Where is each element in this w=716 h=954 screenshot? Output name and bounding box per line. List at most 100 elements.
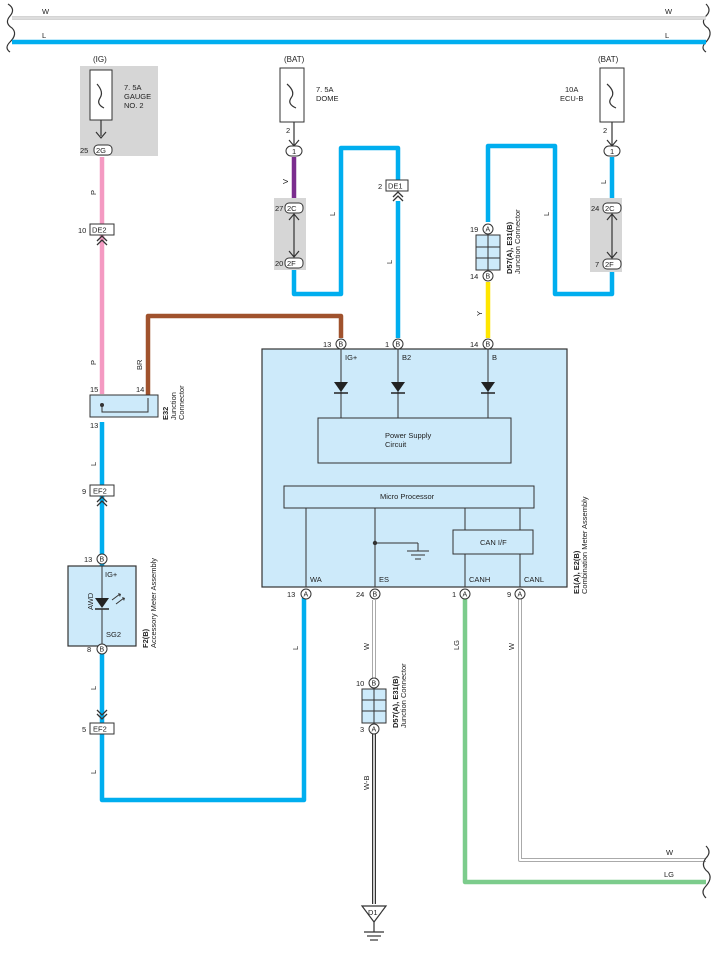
fuse-dome-rating: 7. 5A — [316, 85, 334, 94]
jcl-pin-top: 10 — [356, 679, 364, 688]
micro-processor-block — [283, 485, 535, 509]
ef2-top-conn: EF2 — [93, 487, 107, 496]
acc-pin-bot: 8 — [87, 645, 91, 654]
e32-name-2: Connector — [177, 385, 186, 420]
meter-top-pin-2-num: 1 — [385, 340, 389, 349]
fuse-ecub-conn-top: 1 — [610, 147, 614, 156]
fuse-ig-conn: 2G — [96, 146, 106, 155]
connector-de2: 10 DE2 — [78, 223, 115, 246]
acc-name: Accessory Meter Assembly — [149, 558, 158, 648]
meter-top-pin-1-name: IG+ — [345, 353, 358, 362]
wire-label-w-es: W — [362, 642, 371, 650]
meter-bot-pin-4-name: CANL — [524, 575, 544, 584]
accessory-meter-assembly: 13 B IG+ AWD SG2 B 8 F2(B) Accessory Met… — [67, 553, 158, 655]
fuse-dome-conn-mid: 2C — [287, 204, 297, 213]
fuse-dome-pin-mid: 27 — [275, 204, 283, 213]
junction-connector-e32: 15 14 13 E32 Junction Connector — [89, 385, 186, 430]
acc-pin-top: 13 — [84, 555, 92, 564]
e32-code: E32 — [161, 407, 170, 420]
wire-label-p2: P — [89, 360, 98, 365]
ef2-bot-pin: 5 — [82, 725, 86, 734]
fuse-ecub-conn-bot: 2F — [605, 260, 614, 269]
ground-label: D1 — [368, 908, 378, 917]
fuse-ecu-b: (BAT) 10A ECU-B 2 1 24 2C 7 2F — [560, 55, 625, 272]
wire-label-l-b2: L — [385, 260, 394, 264]
fuse-dome: (BAT) 7. 5A DOME 2 1 27 2C 20 2F — [274, 55, 339, 270]
meter-bot-pin-1-name: WA — [310, 575, 322, 584]
ground-d1: D1 — [360, 905, 388, 941]
wire-label-wb: W-B — [362, 776, 371, 790]
fuse-ecub-rating: 10A — [565, 85, 578, 94]
fuse-dome-conn-top: 1 — [292, 147, 296, 156]
power-supply-label-2: Circuit — [385, 440, 407, 449]
fuse-ecub-pin-bot: 7 — [595, 260, 599, 269]
fuse-dome-pin-bot: 20 — [275, 259, 283, 268]
top-bus-w-left: W — [42, 7, 50, 16]
jcu-pin-bot: 14 — [470, 272, 478, 281]
meter-bot-pin-4-num: 9 — [507, 590, 511, 599]
jcu-letter-bot: B — [486, 274, 491, 281]
meter-bot-pin-3-name: CANH — [469, 575, 490, 584]
jcu-letter-top: A — [486, 227, 491, 234]
meter-bot-pin-2-name: ES — [379, 575, 389, 584]
acc-awd-label: AWD — [86, 592, 95, 610]
de2-conn: DE2 — [92, 226, 107, 235]
acc-sg2-label: SG2 — [106, 630, 121, 639]
meter-top-pin-3-num: 14 — [470, 340, 478, 349]
jcl-name: Junction Connector — [399, 663, 408, 728]
fuse-dome-name: DOME — [316, 94, 339, 103]
acc-ig-label: IG+ — [105, 570, 118, 579]
meter-top-pin-1-num: 13 — [323, 340, 331, 349]
jcu-name: Junction Connector — [513, 209, 522, 274]
fuse-ecub-pin-mid: 24 — [591, 204, 599, 213]
jcu-pin-top: 19 — [470, 225, 478, 234]
ef2-top-pin: 9 — [82, 487, 86, 496]
junction-connector-lower: 10 B A 3 D57(A), E31(B) Junction Connect… — [356, 663, 408, 735]
meter-top-pin-1-letter: B — [339, 342, 344, 349]
meter-top-pin-2-letter: B — [396, 342, 401, 349]
wire-label-v: V — [281, 179, 290, 184]
wire-label-lg: LG — [452, 640, 461, 650]
micro-processor-label: Micro Processor — [380, 492, 435, 501]
wire-label-y: Y — [475, 311, 484, 316]
wire-label-l-fuse-ecub: L — [599, 180, 608, 184]
fuse-gauge-no2: (IG) 7. 5A GAUGE NO. 2 25 2G — [80, 55, 158, 156]
e32-name-1: Junction — [169, 392, 178, 420]
acc-code: F2(B) — [141, 628, 150, 648]
connector-ef2-top: 9 EF2 — [82, 484, 115, 507]
wire-label-l-wa: L — [291, 646, 300, 650]
top-bus-l-right: L — [665, 31, 669, 40]
e32-pin-out: 13 — [90, 421, 98, 430]
meter-bot-pin-3-num: 1 — [452, 590, 456, 599]
diode-b — [481, 349, 495, 418]
wire-label-p1: P — [89, 190, 98, 195]
wire-label-w-canl: W — [507, 642, 516, 650]
diode-ig — [334, 349, 348, 418]
combination-meter-assembly: 13 B IG+ 1 B B2 14 B B Power Supply Ci — [261, 338, 589, 600]
top-bus-w-right: W — [665, 7, 673, 16]
wire-label-br: BR — [135, 359, 144, 370]
ef2-bot-conn: EF2 — [93, 725, 107, 734]
bottom-bus-lg: LG — [664, 870, 674, 879]
fuse-ecub-name: ECU-B — [560, 94, 583, 103]
meter-bot-pin-1-letter: A — [304, 592, 309, 599]
jcu-code: D57(A), E31(B) — [505, 221, 514, 274]
fuse-ig-name-1: GAUGE — [124, 92, 151, 101]
fuse-dome-conn-bot: 2F — [287, 259, 296, 268]
e32-pin-br: 14 — [136, 385, 144, 394]
fuse-ig-name-2: NO. 2 — [124, 101, 144, 110]
meter-bot-pin-4-letter: A — [518, 592, 523, 599]
top-bus: W W L L — [6, 3, 711, 53]
fuse-ig-pin: 25 — [80, 146, 88, 155]
fuse-dome-pin-top: 2 — [286, 126, 290, 135]
meter-top-pin-3-name: B — [492, 353, 497, 362]
de1-conn: DE1 — [388, 182, 403, 191]
power-supply-circuit-block — [317, 417, 512, 464]
wire-label-l-dome: L — [328, 212, 337, 216]
meter-bot-pin-1-num: 13 — [287, 590, 295, 599]
connector-ef2-bottom: 5 EF2 — [82, 709, 115, 735]
fuse-ecub-conn-mid: 2C — [605, 204, 615, 213]
can-if-block — [452, 529, 534, 555]
junction-connector-upper: 19 A B 14 D57(A), E31(B) Junction Connec… — [470, 209, 522, 282]
